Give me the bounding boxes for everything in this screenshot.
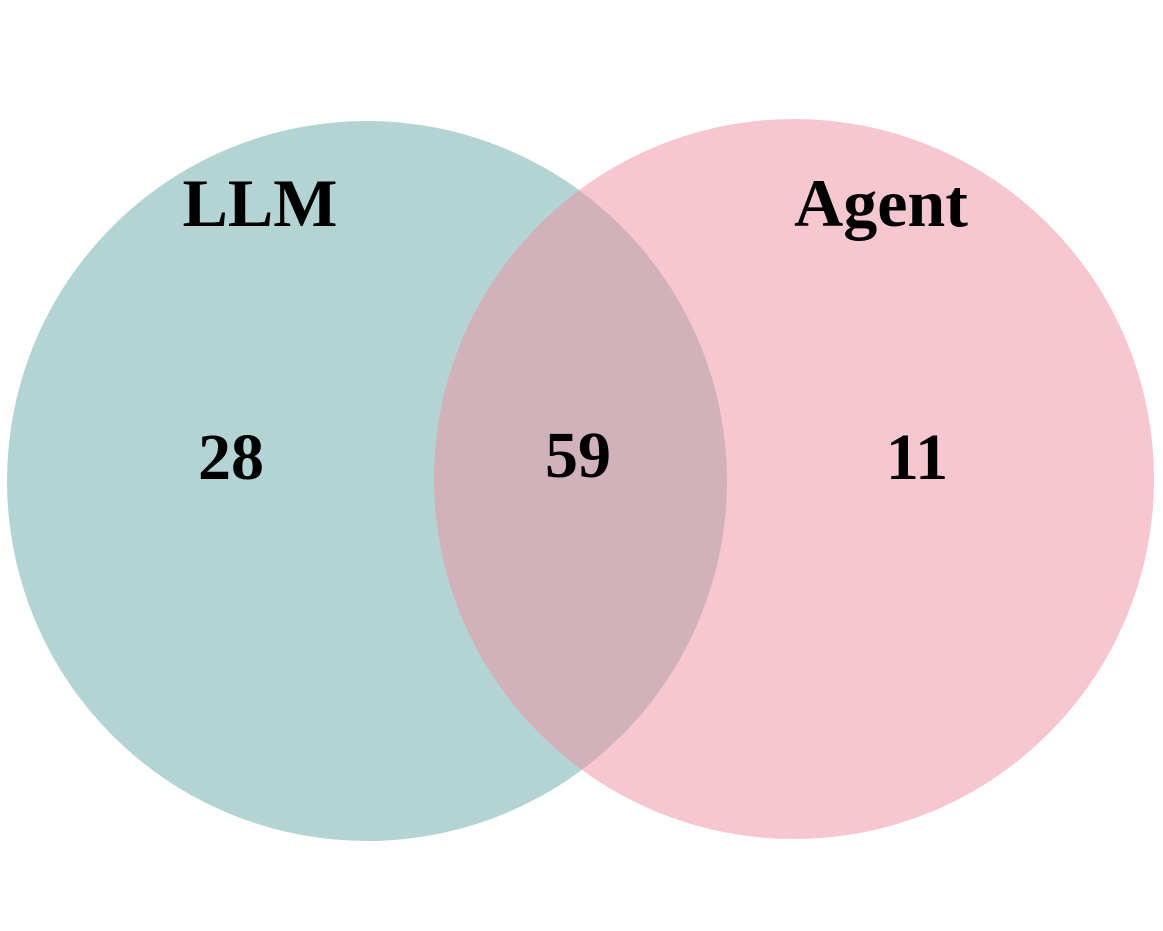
agent-set-circle [434,119,1154,839]
intersection-count: 59 [545,419,611,492]
agent-only-count: 11 [886,421,948,494]
llm-only-count: 28 [198,421,264,494]
agent-set-label: Agent [794,165,968,241]
llm-set-label: LLM [183,165,338,241]
